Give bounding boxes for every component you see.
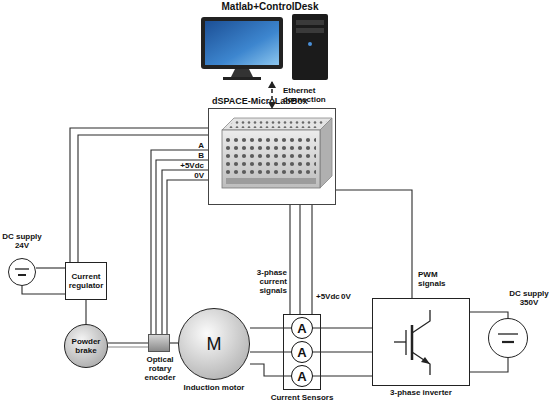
signal-label: B <box>172 151 204 160</box>
node-label: DC supply 24V <box>0 232 44 250</box>
drive-bay <box>296 20 324 25</box>
device-front <box>222 130 320 188</box>
encoder-block: Optical rotary encoder <box>148 334 170 352</box>
wire <box>108 342 148 343</box>
ethernet-link <box>271 82 273 108</box>
signal-label: 0V <box>341 292 361 301</box>
wire <box>70 128 208 262</box>
sensor-box: Current SensorsAAA <box>283 314 321 390</box>
signal-label: Ethernet connection <box>283 86 331 104</box>
node-label: Powder brake <box>65 337 107 355</box>
wire <box>151 150 208 334</box>
monitor-base <box>223 77 261 80</box>
signal-label: 3-phase current signals <box>240 268 287 295</box>
wire <box>313 327 372 328</box>
regulator-box: Current regulator <box>65 262 107 300</box>
dc-source: DC supply 24V <box>8 258 36 286</box>
transistor-arrow <box>421 357 430 364</box>
node-label: Optical rotary encoder <box>138 355 182 382</box>
node-label: Matlab+ControlDesk <box>185 1 355 13</box>
transistor-collector <box>412 310 430 333</box>
device-top <box>222 118 332 130</box>
wire <box>470 358 508 372</box>
signal-label: +5Vdc <box>172 161 204 170</box>
wire <box>85 300 86 324</box>
computer: Matlab+ControlDesk <box>195 0 345 82</box>
monitor-screen <box>205 21 279 65</box>
current-sensor: A <box>291 365 313 387</box>
node-label: DC supply 350V <box>507 289 550 307</box>
wire <box>156 160 208 334</box>
wire <box>313 351 372 352</box>
wire <box>250 364 291 376</box>
signal-label: PWM signals <box>418 270 458 288</box>
inverter-box: 3-phase inverter <box>372 298 470 386</box>
wire <box>313 375 372 376</box>
drive-bay <box>296 28 324 33</box>
wire <box>470 312 508 318</box>
device-top-connectors <box>226 120 328 128</box>
node-label: Current regulator <box>66 272 106 290</box>
wire <box>36 267 65 268</box>
node-label: A <box>292 321 312 336</box>
dc-source: DC supply 350V <box>488 318 528 358</box>
wire <box>167 180 208 334</box>
wire <box>250 327 291 328</box>
source-plate <box>498 333 518 334</box>
signal-label: A <box>172 141 204 150</box>
source-plate <box>15 268 29 269</box>
device-side <box>320 118 332 188</box>
node-label: A <box>292 369 312 384</box>
node-label: Induction motor <box>165 383 263 392</box>
source-plate <box>18 274 26 276</box>
signal-label: 0V <box>172 171 204 180</box>
wire <box>311 205 312 314</box>
signal-label: +5Vdc <box>316 292 346 301</box>
node-label: A <box>292 345 312 360</box>
shaft-line <box>108 347 148 348</box>
node-label: Current Sensors <box>262 393 342 402</box>
wire <box>170 342 178 343</box>
wire <box>22 286 65 294</box>
brake-circle: Powder brake <box>64 324 108 368</box>
wire <box>336 190 412 298</box>
motor-circle: MInduction motor <box>178 308 250 380</box>
current-sensor: A <box>291 317 313 339</box>
power-led <box>308 42 312 46</box>
current-sensor: A <box>291 341 313 363</box>
wire <box>78 135 208 262</box>
transistor-body <box>411 325 414 360</box>
wire <box>299 205 300 314</box>
source-plate <box>502 341 514 343</box>
device-vent <box>226 178 316 184</box>
wire <box>289 205 290 314</box>
wire <box>250 351 291 352</box>
device-connectors <box>226 134 316 174</box>
monitor-frame <box>201 17 283 69</box>
node-label: M <box>179 334 249 354</box>
node-label: 3-phase inverter <box>369 388 473 397</box>
controller-box: dSPACE-MicroLabBox <box>208 108 336 205</box>
node-label: dSPACE-MicroLabBox <box>212 96 308 107</box>
transistor-emitter <box>412 352 430 375</box>
wire <box>162 170 208 334</box>
computer-tower <box>292 14 328 80</box>
monitor-stand <box>231 69 253 77</box>
transistor-gate-lead <box>394 341 406 342</box>
